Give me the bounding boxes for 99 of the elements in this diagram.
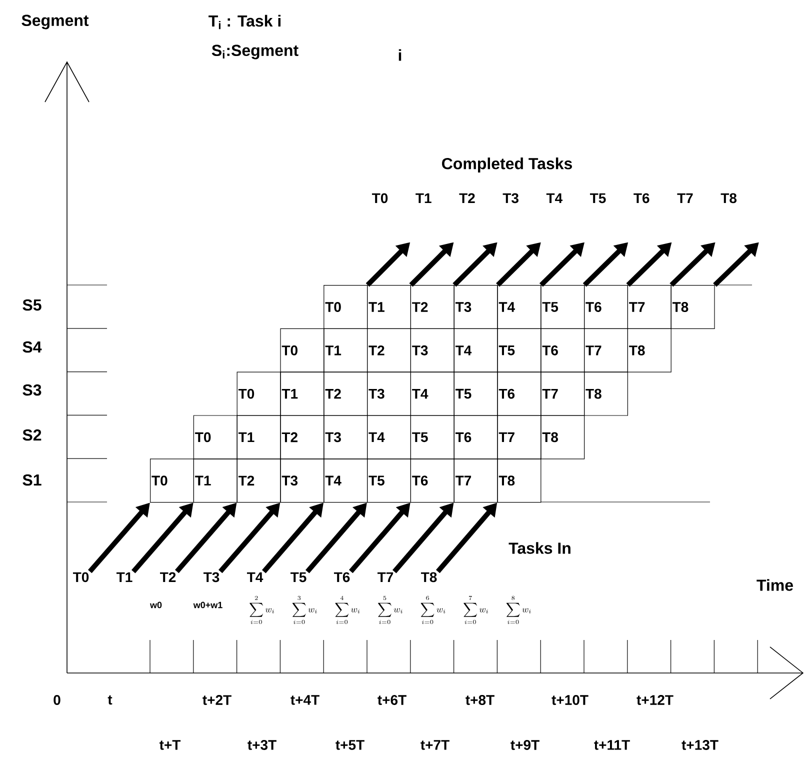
time-label: 0 [54,695,60,705]
time-label: t+10T [552,695,588,705]
segment-label: S1 [22,474,42,486]
sum-formula: $\sum_{i=0}^{3} w_{i}$ [292,596,317,624]
time-label: t+9T [510,740,540,750]
segment-label: S3 [22,384,42,396]
time-label: t+7T [420,740,450,750]
pipeline-cell: T3 [280,458,324,503]
sum-formula: $\sum_{i=0}^{7} w_{i}$ [464,596,488,624]
pipeline-cell: T3 [367,372,411,416]
task-label: T0 [372,193,388,204]
pipeline-cell: T3 [454,285,498,329]
time-label: t+2T [202,695,232,705]
pipeline-cell: T6 [410,458,454,503]
time-label: t+13T [682,740,718,750]
pipeline-cell: T8 [670,285,715,329]
time-label: t+T [159,740,181,750]
pipeline-cell: T1 [280,372,324,416]
pipeline-cell: T1 [193,458,238,503]
pipeline-cell: T8 [540,415,585,460]
pipeline-cell: T6 [454,415,498,460]
pipeline-cell: T6 [540,328,585,372]
segment-label: S5 [22,299,42,311]
pipeline-cell: T6 [497,372,542,416]
pipeline-cell: T4 [410,372,454,416]
task-label: T2 [160,572,176,582]
pipeline-cell: T3 [410,328,454,372]
pipeline-cell: T2 [367,328,411,372]
sum-formula: $\sum_{i=0}^{8} w_{i}$ [506,596,531,624]
pipeline-cell: T0 [150,458,194,503]
pipeline-cell: T6 [584,285,628,329]
pipeline-cell: T0 [193,415,238,460]
pipeline-cell: T2 [410,285,454,329]
pipeline-cell: T7 [454,458,498,503]
time-label: t+6T [378,695,406,705]
legend-text: i [398,49,402,61]
axis-title: Segment [22,14,89,30]
task-label: T8 [720,193,737,204]
pipeline-cell: T2 [236,458,281,503]
pipeline-cell: T8 [497,458,542,503]
time-label: t+12T [636,695,674,705]
sum-formula: $\sum_{i=0}^{4} w_{i}$ [335,596,360,624]
task-label: T1 [116,572,132,582]
weight-label: w0 [150,602,162,608]
axis-title: Time [756,579,793,591]
heading: Tasks In [508,542,570,554]
time-label: t+5T [336,740,364,750]
pipeline-cell: T0 [280,328,324,372]
task-label: T4 [546,193,562,203]
task-label: T1 [416,193,432,203]
segment-label: S2 [22,429,42,441]
pipeline-cell: T7 [540,372,585,416]
pipeline-cell: T7 [584,328,628,372]
time-label: t+4T [290,695,320,705]
weight-label: w0+w1 [193,602,222,608]
task-label: T3 [502,193,518,204]
time-label: t [108,695,112,705]
pipeline-cell: T1 [324,328,368,372]
pipeline-cell: T7 [627,285,672,329]
pipeline-cell: T4 [367,415,411,460]
sum-formula: $\sum_{i=0}^{6} w_{i}$ [420,596,446,624]
pipeline-cell: T5 [410,415,454,460]
pipeline-cell: T4 [497,285,542,329]
pipeline-cell: T8 [584,372,628,416]
task-label: T7 [378,572,394,582]
pipeline-cell: T0 [236,372,281,416]
task-label: T5 [290,572,306,582]
task-label: T7 [677,193,693,203]
pipeline-cell: T5 [454,372,498,416]
pipeline-cell: T5 [497,328,542,372]
task-label: T3 [204,572,220,582]
legend-text: S$_{i}$:Segment [212,44,298,60]
pipeline-cell: T4 [454,328,498,372]
time-label: t+3T [248,740,276,750]
pipeline-cell: T3 [324,415,368,460]
pipeline-cell: T1 [367,285,411,329]
pipeline-cell: T8 [627,328,672,372]
heading: Completed Tasks [442,158,572,172]
time-label: t+11T [594,740,630,750]
task-label: T6 [334,572,350,582]
task-label: T5 [590,193,606,204]
pipeline-cell: T2 [324,372,368,416]
pipeline-cell: T4 [324,458,368,503]
legend-text: T$_{i}$ : Task i [208,14,280,30]
sum-formula: $\sum_{i=0}^{5} w_{i}$ [378,596,402,624]
pipeline-cell: T0 [324,285,368,329]
sum-formula: $\sum_{i=0}^{2} w_{i}$ [250,596,274,624]
task-label: T8 [421,572,437,582]
pipeline-cell: T1 [236,415,281,460]
task-label: T2 [459,193,475,203]
pipeline-cell: T5 [540,285,585,329]
task-label: T6 [634,193,650,204]
segment-label: S4 [22,341,42,353]
pipeline-cell: T2 [280,415,324,460]
task-label: T0 [73,572,89,582]
time-label: t+8T [466,695,494,705]
task-label: T4 [247,572,264,582]
pipeline-cell: T7 [497,415,542,460]
pipeline-cell: T5 [367,458,411,503]
